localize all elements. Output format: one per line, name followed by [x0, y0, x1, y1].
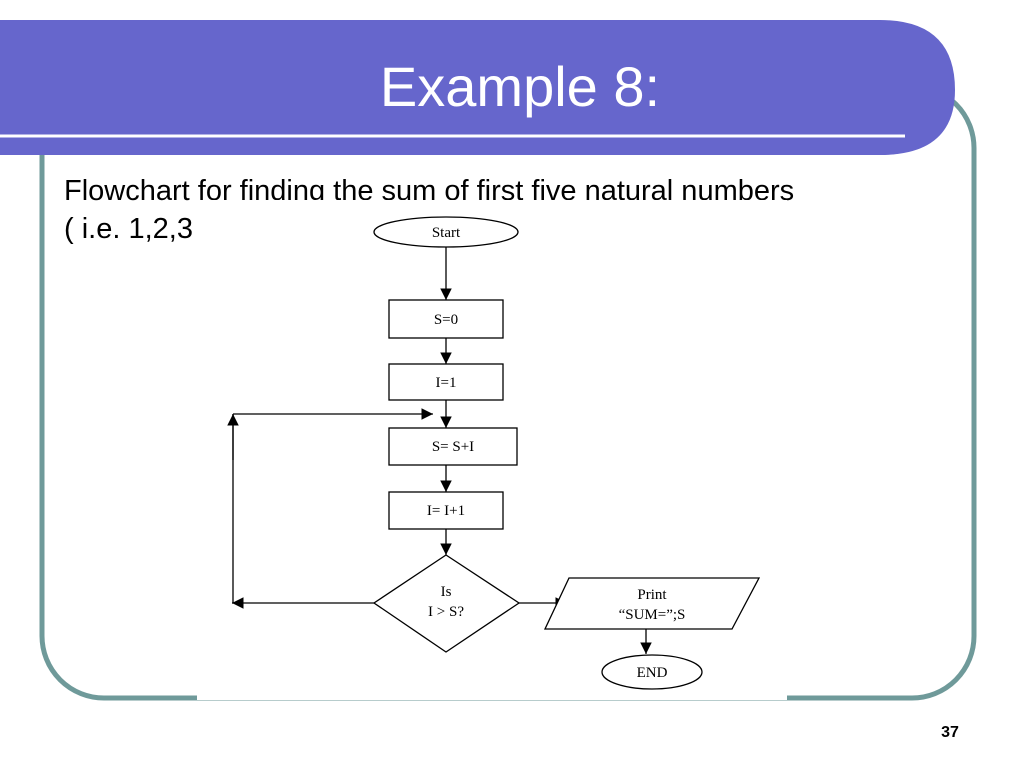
init-sum-label: S=0: [434, 312, 458, 328]
decision-line-1: Is: [441, 584, 452, 600]
end-terminal: END: [601, 654, 703, 690]
slide-title: Example 8:: [379, 55, 661, 118]
init-i-label: I=1: [436, 375, 457, 391]
flowchart: Start S=0 I=1 S= S+I I= I+1 Is I > S? Pr…: [197, 200, 787, 700]
loop-back-connector: [232, 414, 374, 604]
start-terminal: Start: [373, 216, 519, 248]
decision-line-2: I > S?: [428, 604, 464, 620]
process-increment: I= I+1: [388, 491, 504, 530]
increment-label: I= I+1: [427, 503, 465, 519]
page-number: 37: [941, 724, 959, 741]
accumulate-label: S= S+I: [432, 439, 474, 455]
process-init-sum: S=0: [388, 299, 504, 339]
end-label: END: [637, 665, 668, 681]
process-accumulate: S= S+I: [388, 427, 518, 466]
body-line-2: ( i.e. 1,2,3: [64, 213, 193, 245]
title-bar: [0, 20, 955, 155]
output-line-2: “SUM=”;S: [619, 607, 686, 623]
start-label: Start: [432, 225, 461, 241]
decision: Is I > S?: [372, 554, 521, 653]
output-print: Print “SUM=”;S: [543, 577, 761, 630]
output-line-1: Print: [637, 587, 667, 603]
process-init-i: I=1: [388, 363, 504, 401]
